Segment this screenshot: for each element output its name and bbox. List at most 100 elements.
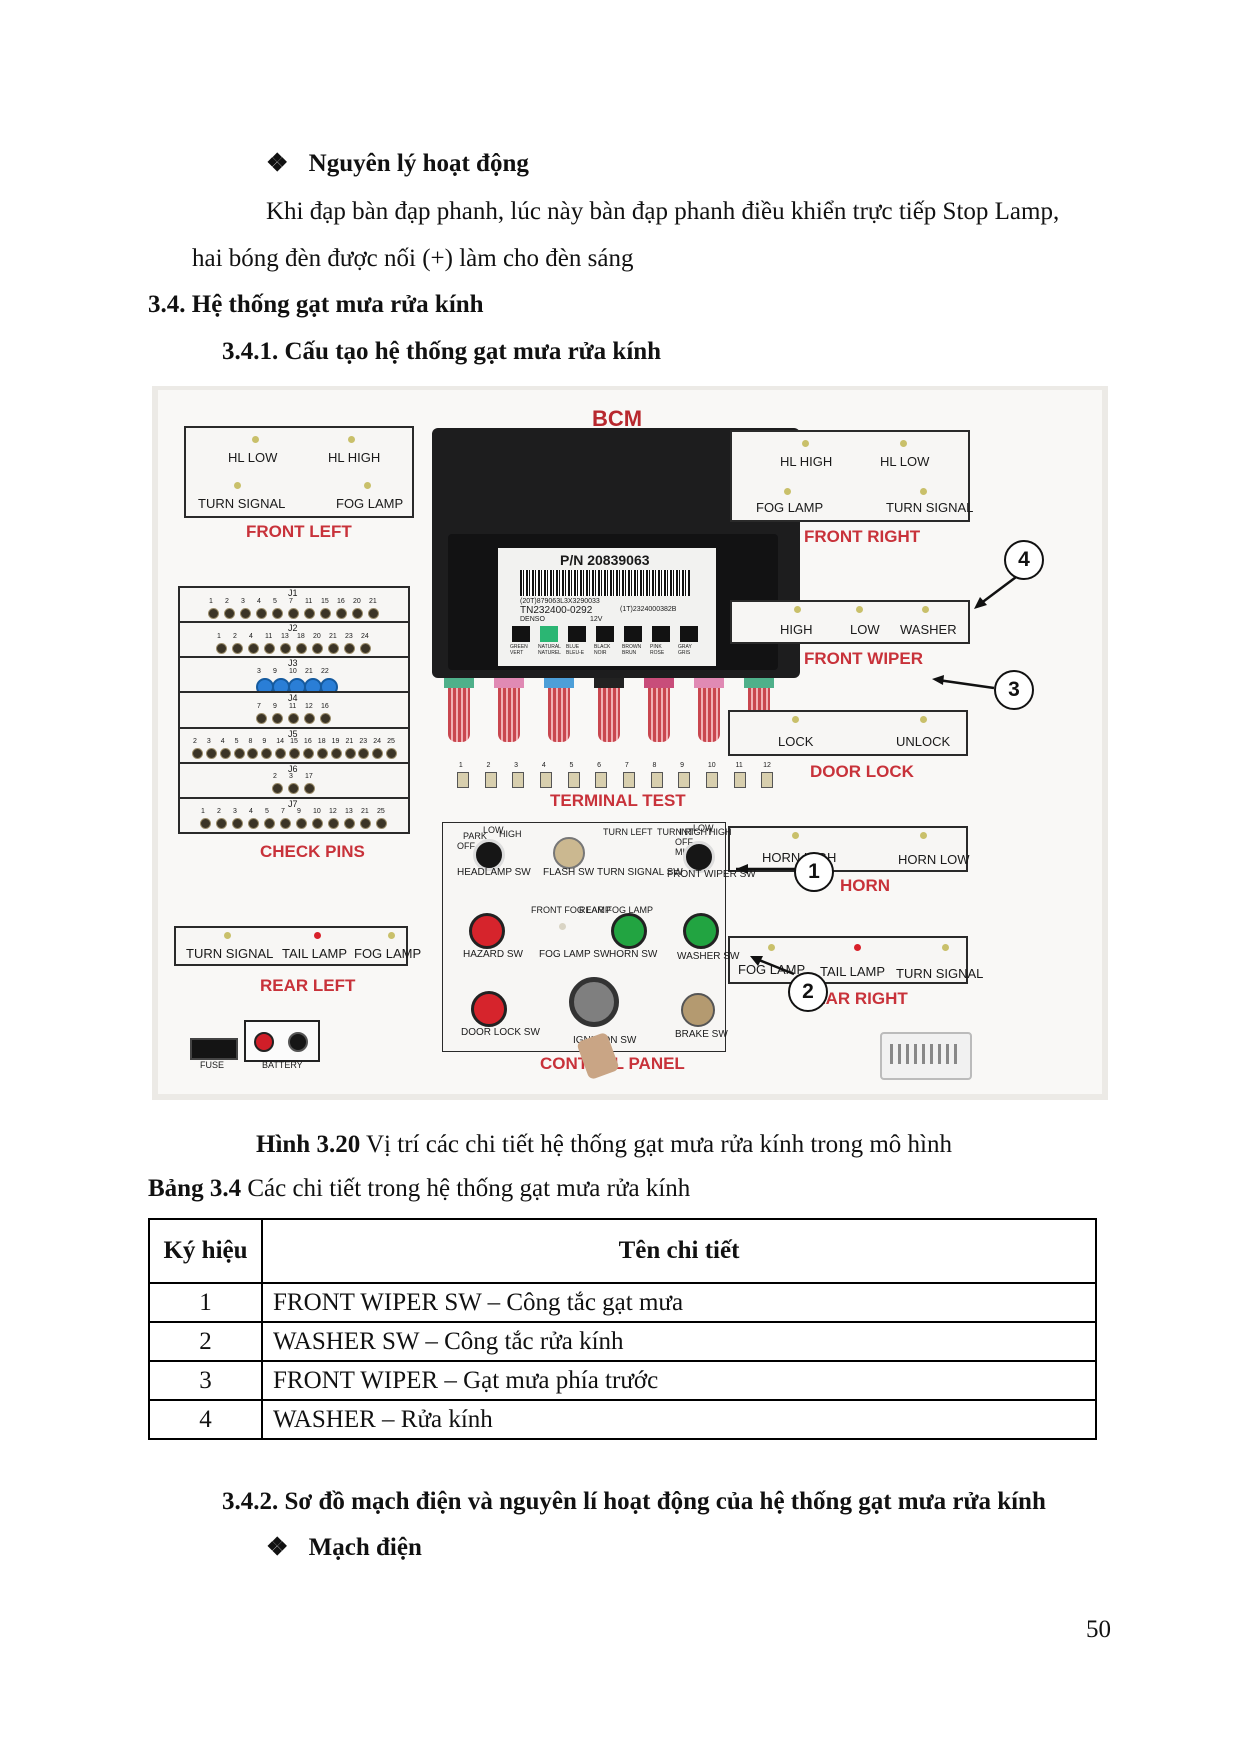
check-pin-number: 10: [313, 808, 321, 816]
washer-switch[interactable]: [683, 913, 719, 949]
terminal-test-point[interactable]: [678, 772, 691, 788]
check-pin-socket[interactable]: [256, 712, 267, 724]
check-pin-socket[interactable]: [275, 748, 287, 760]
check-pins-title: CHECK PINS: [260, 842, 365, 861]
check-pin-socket[interactable]: [296, 642, 307, 654]
terminal-test-number: 1: [458, 762, 463, 769]
check-pin-number: 13: [345, 808, 353, 816]
check-pin-socket[interactable]: [360, 818, 371, 830]
check-pin-socket[interactable]: [280, 818, 291, 830]
check-pin-socket[interactable]: [328, 818, 339, 830]
check-pin-socket[interactable]: [219, 748, 231, 760]
ignition-switch[interactable]: [569, 977, 619, 1027]
check-pin-socket[interactable]: [216, 642, 227, 654]
check-pin-socket[interactable]: [320, 712, 331, 724]
check-pin-socket[interactable]: [264, 818, 275, 830]
check-pin-socket[interactable]: [304, 607, 315, 619]
terminal-test-point[interactable]: [484, 772, 497, 788]
check-pin-socket[interactable]: [288, 607, 299, 619]
check-pin-socket[interactable]: [336, 607, 347, 619]
check-pin-socket[interactable]: [312, 818, 323, 830]
check-pin-socket[interactable]: [192, 748, 203, 760]
front-left-item: HL LOW: [228, 450, 278, 465]
check-pin-socket[interactable]: [358, 748, 370, 760]
brake-switch[interactable]: [681, 993, 715, 1027]
check-pin-socket[interactable]: [248, 818, 259, 830]
check-pin-socket[interactable]: [280, 642, 291, 654]
terminal-test-point[interactable]: [705, 772, 718, 788]
check-pin-socket[interactable]: [328, 642, 339, 654]
terminal-test-point[interactable]: [761, 772, 774, 788]
check-pin-socket[interactable]: [376, 818, 387, 830]
check-pin-number: 25: [387, 738, 395, 746]
door-lock-switch[interactable]: [471, 991, 507, 1027]
check-pin-socket[interactable]: [312, 642, 323, 654]
terminal-test-point[interactable]: [733, 772, 746, 788]
check-pin-socket[interactable]: [272, 712, 283, 724]
check-pin-socket[interactable]: [200, 818, 211, 830]
horn-switch[interactable]: [611, 913, 647, 949]
terminal-test-point[interactable]: [650, 772, 663, 788]
check-pin-socket[interactable]: [352, 607, 363, 619]
check-pin-socket[interactable]: [240, 607, 251, 619]
front-wiper-sw-label: FRONT WIPER SW: [667, 869, 756, 880]
check-pin-socket[interactable]: [232, 642, 243, 654]
check-pin-socket[interactable]: [272, 783, 283, 795]
check-pin-socket[interactable]: [316, 748, 328, 760]
check-pin-socket[interactable]: [304, 712, 315, 724]
table-cell-symbol: 1: [148, 1282, 263, 1323]
check-pin-socket[interactable]: [248, 642, 259, 654]
fuse-holder: [190, 1038, 238, 1060]
check-pin-socket[interactable]: [232, 818, 243, 830]
rear-fog-lamp-label: REAR FOG LAMP: [579, 905, 654, 915]
check-pin-socket[interactable]: [360, 642, 371, 654]
check-pin-socket[interactable]: [233, 748, 245, 760]
check-pin-socket[interactable]: [288, 712, 299, 724]
check-pin-socket[interactable]: [368, 607, 379, 619]
check-pin-socket[interactable]: [302, 748, 314, 760]
check-pin-row-name: J4: [288, 693, 298, 704]
terminal-test-point[interactable]: [595, 772, 608, 788]
check-pin-socket[interactable]: [344, 818, 355, 830]
rear-left-title: REAR LEFT: [260, 976, 356, 995]
check-pin-number: 18: [317, 738, 326, 746]
terminal-test-number: 9: [680, 762, 685, 769]
check-pin-socket[interactable]: [256, 607, 267, 619]
hazard-switch[interactable]: [469, 913, 505, 949]
terminal-test-point[interactable]: [512, 772, 525, 788]
check-pin-socket[interactable]: [261, 748, 273, 760]
check-pin-socket[interactable]: [224, 607, 235, 619]
check-pin-socket[interactable]: [304, 783, 315, 795]
check-pin-socket[interactable]: [344, 748, 356, 760]
check-pin-socket[interactable]: [272, 607, 283, 619]
check-pin-socket[interactable]: [289, 748, 301, 760]
terminal-test-point[interactable]: [622, 772, 635, 788]
rear-left-item: TAIL LAMP: [282, 946, 348, 961]
flash-switch[interactable]: [553, 837, 585, 869]
battery-terminals: [244, 1020, 320, 1062]
check-pin-socket[interactable]: [205, 748, 217, 760]
wire-bundle: [498, 688, 520, 742]
check-pin-socket[interactable]: [264, 642, 275, 654]
terminal-test-point[interactable]: [539, 772, 552, 788]
check-pin-number: 23: [345, 632, 353, 640]
check-pin-socket[interactable]: [344, 642, 355, 654]
check-pin-socket[interactable]: [247, 748, 259, 760]
color-swatch: [680, 626, 698, 642]
check-pin-socket[interactable]: [386, 748, 398, 760]
check-pin-socket[interactable]: [330, 748, 342, 760]
check-pin-socket[interactable]: [208, 607, 219, 619]
check-pin-socket[interactable]: [372, 748, 384, 760]
terminal-test-point[interactable]: [456, 772, 469, 788]
check-pin-socket[interactable]: [288, 783, 299, 795]
front-wiper-switch[interactable]: [683, 841, 715, 873]
check-pin-socket[interactable]: [216, 818, 227, 830]
callout-3: 3: [994, 670, 1034, 710]
terminal-test-point[interactable]: [567, 772, 580, 788]
check-pin-socket[interactable]: [320, 607, 331, 619]
check-pin-number: 20: [353, 597, 361, 605]
headlamp-switch[interactable]: [473, 839, 505, 871]
check-pin-socket[interactable]: [296, 818, 307, 830]
